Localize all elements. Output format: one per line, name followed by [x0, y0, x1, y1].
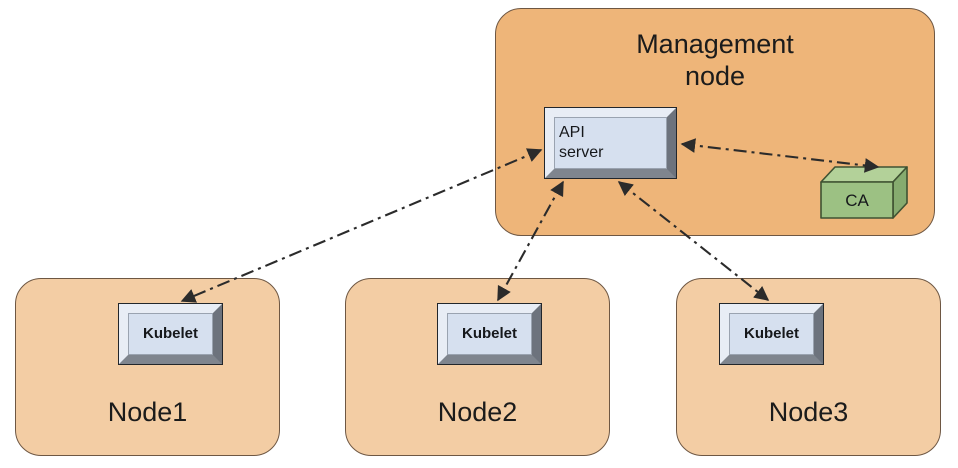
api-server-component[interactable]: API server — [544, 107, 677, 179]
kubelet-label-node3: Kubelet — [743, 324, 799, 342]
ca-cuboid-shape — [820, 166, 908, 219]
kubelet-node2-bevel-frame — [438, 304, 541, 364]
worker-node-label-node2: Node2 — [437, 397, 518, 428]
kubelet-label-node1: Kubelet — [142, 324, 198, 342]
kubelet-node2-inner-edge — [447, 313, 532, 355]
kubelet-component-node3[interactable]: Kubelet — [719, 303, 824, 365]
kubelet-node3-bevel-frame — [720, 304, 823, 364]
api-server-label: API server — [559, 124, 604, 161]
kubelet-node1-bevel-frame — [119, 304, 222, 364]
management-node-label: Management node — [636, 29, 794, 91]
kubelet-node1-inner-edge — [128, 313, 213, 355]
worker-node-label-node1: Node1 — [107, 397, 188, 428]
kubelet-component-node2[interactable]: Kubelet — [437, 303, 542, 365]
kubelet-component-node1[interactable]: Kubelet — [118, 303, 223, 365]
api-server-inner-edge — [554, 117, 667, 169]
worker-node-label-node3: Node3 — [768, 397, 849, 428]
kubelet-label-node2: Kubelet — [461, 324, 517, 342]
ca-label: CA — [845, 191, 869, 210]
kubelet-node3-inner-edge — [729, 313, 814, 355]
api-server-bevel-frame — [545, 108, 676, 178]
ca-component[interactable]: CA — [818, 163, 908, 219]
